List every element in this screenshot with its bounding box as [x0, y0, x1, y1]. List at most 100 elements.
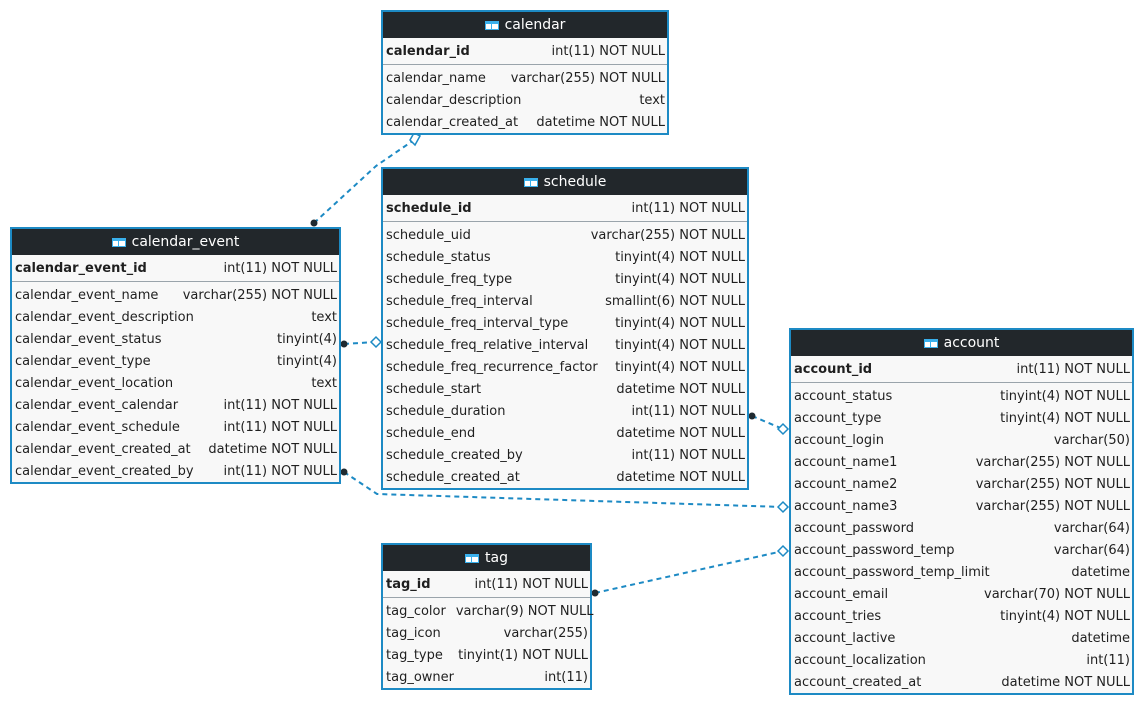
column-type: tinyint(4) NOT NULL — [1000, 388, 1130, 404]
column-name: schedule_freq_interval — [386, 293, 533, 309]
column-row[interactable]: calendar_created_at datetime NOT NULL — [383, 111, 667, 133]
column-type: tinyint(1) NOT NULL — [458, 647, 588, 663]
column-type: datetime NOT NULL — [536, 114, 665, 130]
column-row[interactable]: calendar_event_calendar int(11) NOT NULL — [12, 394, 339, 416]
column-type: int(11) NOT NULL — [1016, 361, 1130, 377]
column-name: calendar_name — [386, 70, 486, 86]
column-name: account_password — [794, 520, 915, 536]
table-header[interactable]: account — [791, 330, 1132, 356]
table-header[interactable]: schedule — [383, 169, 747, 195]
table-header[interactable]: calendar — [383, 12, 667, 38]
column-type: int(11) — [544, 669, 588, 685]
column-row[interactable]: calendar_name varchar(255) NOT NULL — [383, 67, 667, 89]
column-type: tinyint(4) NOT NULL — [615, 359, 745, 375]
column-row[interactable]: schedule_freq_recurrence_factor tinyint(4… — [383, 356, 747, 378]
table-header[interactable]: tag — [383, 545, 590, 571]
column-type: int(11) NOT NULL — [631, 447, 745, 463]
column-name: schedule_freq_recurrence_factor — [386, 359, 598, 375]
column-name: calendar_created_at — [386, 114, 519, 130]
relation-target-diamond — [776, 422, 790, 436]
column-type: datetime NOT NULL — [616, 381, 745, 397]
column-type: varchar(64) — [1053, 542, 1130, 558]
column-name: account_type — [794, 410, 882, 426]
column-name: schedule_duration — [386, 403, 506, 419]
table-header[interactable]: calendar_event — [12, 229, 339, 255]
column-name: account_email — [794, 586, 889, 602]
column-row[interactable]: schedule_freq_interval_type tinyint(4) NO… — [383, 312, 747, 334]
column-name: account_name2 — [794, 476, 898, 492]
column-name: schedule_freq_interval_type — [386, 315, 569, 331]
column-name: calendar_event_schedule — [15, 419, 180, 435]
column-type: tinyint(4) NOT NULL — [615, 315, 745, 331]
column-name: calendar_event_description — [15, 309, 194, 325]
table-icon — [465, 553, 480, 563]
column-type: tinyint(4) NOT NULL — [1000, 608, 1130, 624]
table-title: schedule — [543, 174, 607, 190]
table-icon — [484, 20, 499, 30]
column-name: calendar_event_location — [15, 375, 174, 391]
column-type: int(11) NOT NULL — [223, 397, 337, 413]
column-row[interactable]: account_name1 varchar(255) NOT NULL — [791, 451, 1132, 473]
column-name: schedule_uid — [386, 227, 471, 243]
column-type: varchar(255) NOT NULL — [975, 454, 1130, 470]
column-name: calendar_event_calendar — [15, 397, 179, 413]
column-name: account_name1 — [794, 454, 898, 470]
column-name: tag_color — [386, 603, 446, 619]
column-name: schedule_freq_type — [386, 271, 513, 287]
column-type: int(11) NOT NULL — [223, 463, 337, 479]
column-type: tinyint(4) NOT NULL — [615, 249, 745, 265]
relation-source-dot — [340, 340, 348, 348]
column-type: int(11) NOT NULL — [474, 576, 588, 592]
column-type: varchar(255) NOT NULL — [510, 70, 665, 86]
column-type: int(11) — [1086, 652, 1130, 668]
relation-source-dot — [310, 219, 318, 227]
table-icon — [111, 237, 126, 247]
